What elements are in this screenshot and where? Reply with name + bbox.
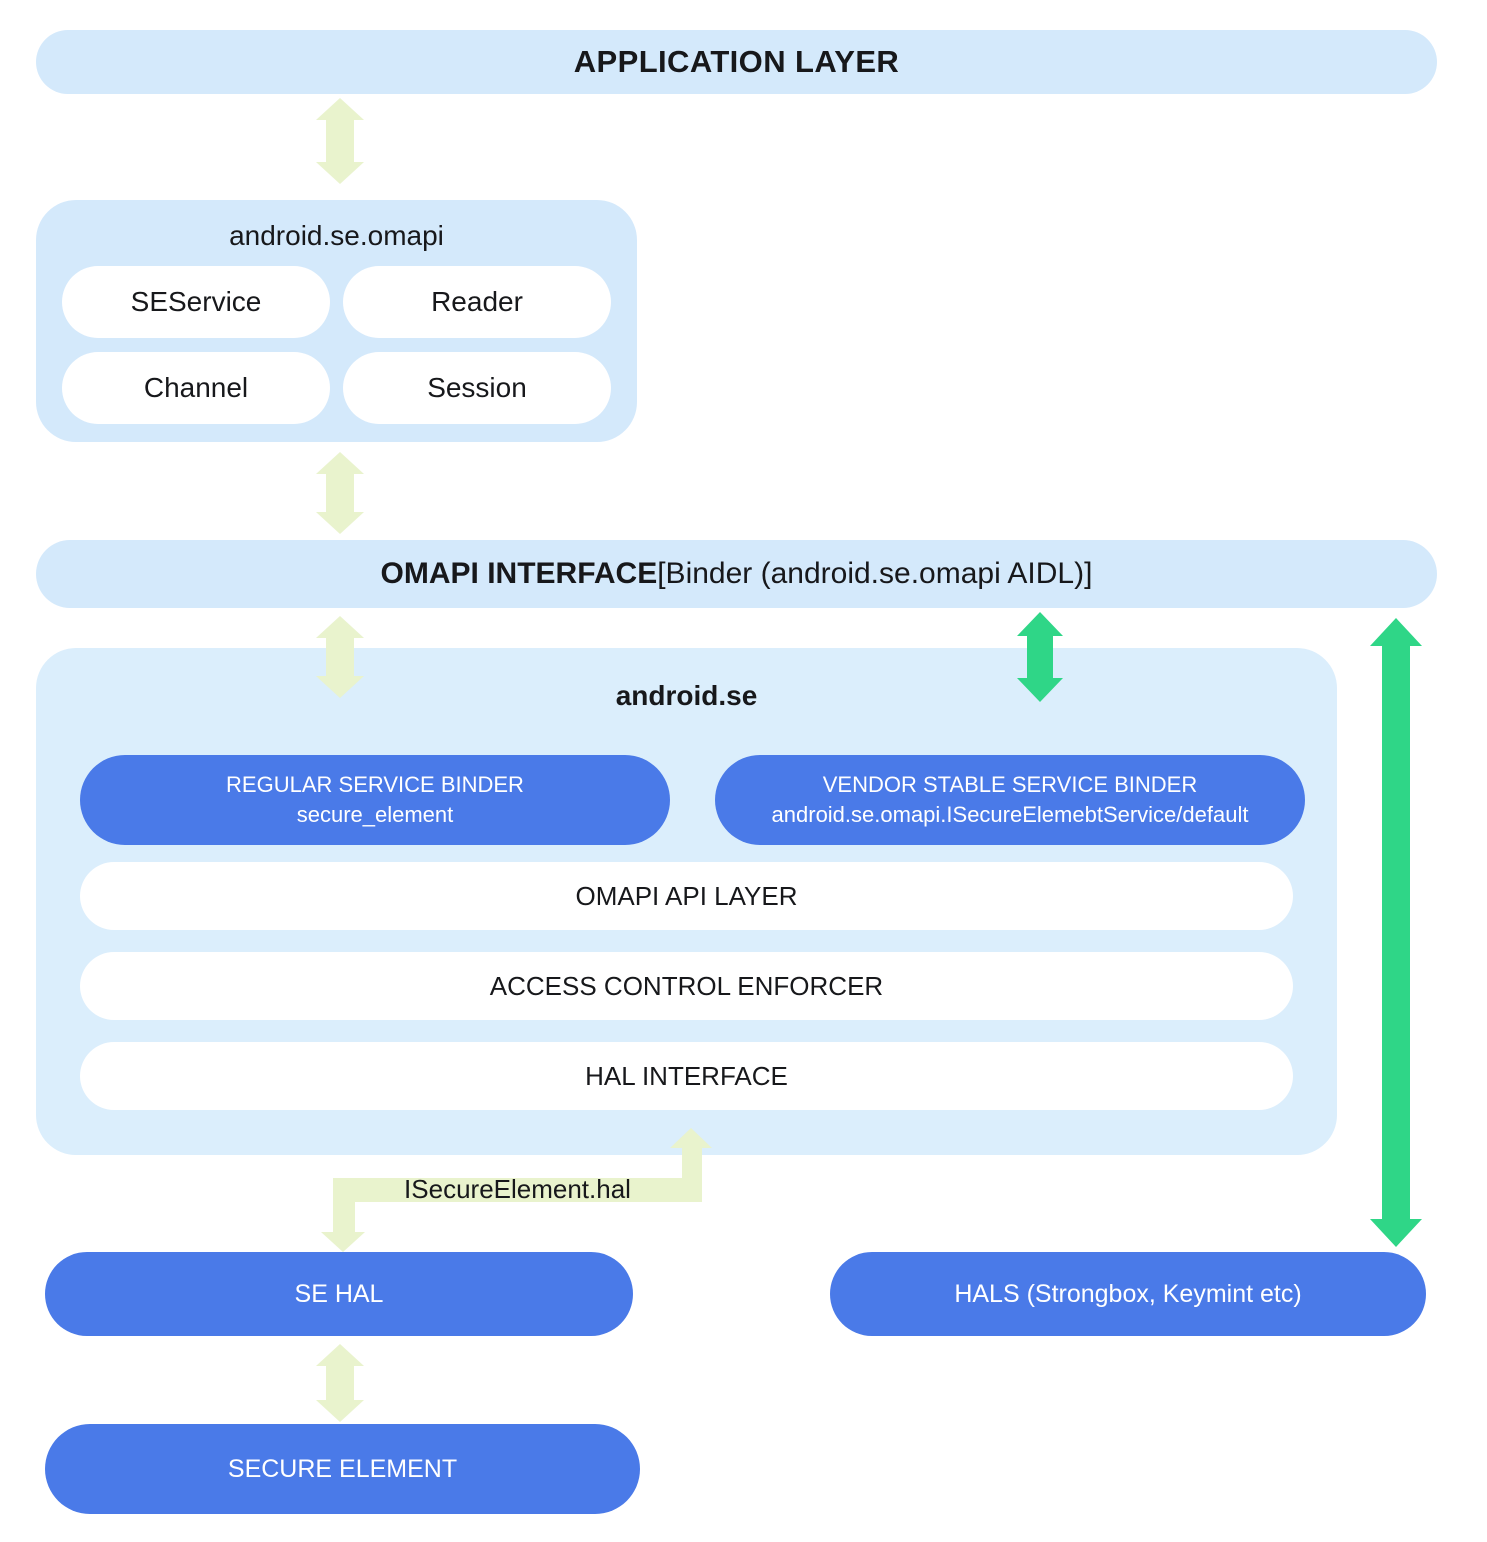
arrow-se-hal-to-secure-element xyxy=(316,1344,364,1422)
hals-pill: HALS (Strongbox, Keymint etc) xyxy=(830,1252,1426,1336)
elbow-down-arrowhead xyxy=(321,1232,365,1252)
arrow-shaft xyxy=(1382,646,1410,1219)
arrow-down-head xyxy=(316,512,364,534)
omapi-class-seservice: SEService xyxy=(62,266,330,338)
arrow-up-head xyxy=(316,616,364,638)
regular-service-binder-line1: REGULAR SERVICE BINDER xyxy=(226,772,524,797)
arrow-interface-to-vendor-binder xyxy=(1017,612,1063,702)
android-se-title: android.se xyxy=(615,680,758,711)
se-hal-label: SE HAL xyxy=(294,1279,384,1308)
isecureelement-hal-label: ISecureElement.hal xyxy=(404,1174,631,1204)
regular-service-binder-pill: REGULAR SERVICE BINDER secure_element xyxy=(80,755,670,845)
android-se-box: android.se REGULAR SERVICE BINDER secure… xyxy=(36,648,1337,1155)
access-control-enforcer-row: ACCESS CONTROL ENFORCER xyxy=(80,952,1293,1020)
arrow-down-head xyxy=(316,676,364,698)
regular-service-binder-line2: secure_element xyxy=(296,802,454,827)
secure-element-pill: SECURE ELEMENT xyxy=(45,1424,640,1514)
vendor-stable-service-binder-line1: VENDOR STABLE SERVICE BINDER xyxy=(822,772,1198,797)
omapi-interface-box: OMAPI INTERFACE [Binder (android.se.omap… xyxy=(36,540,1437,608)
arrow-shaft xyxy=(326,120,354,162)
application-layer-label: APPLICATION LAYER xyxy=(573,44,900,79)
arrow-shaft xyxy=(1027,636,1053,678)
arrow-interface-to-android-se xyxy=(316,616,364,698)
secure-element-label: SECURE ELEMENT xyxy=(227,1454,458,1483)
vendor-stable-service-binder-pill: VENDOR STABLE SERVICE BINDER android.se.… xyxy=(715,755,1305,845)
arrow-shaft xyxy=(326,1366,354,1400)
arrow-shaft xyxy=(326,474,354,512)
arrow-down-head xyxy=(1370,1219,1422,1247)
application-layer-box: APPLICATION LAYER xyxy=(36,30,1437,94)
arrow-interface-to-hals xyxy=(1370,618,1422,1247)
hal-interface-row: HAL INTERFACE xyxy=(80,1042,1293,1110)
arrow-up-head xyxy=(316,1344,364,1366)
arrow-down-head xyxy=(316,1400,364,1422)
vendor-stable-service-binder-line2: android.se.omapi.ISecureElemebtService/d… xyxy=(771,802,1249,827)
omapi-api-layer-row: OMAPI API LAYER xyxy=(80,862,1293,930)
arrow-up-head xyxy=(1017,612,1063,636)
arrow-up-head xyxy=(316,98,364,120)
arrow-down-head xyxy=(1017,678,1063,702)
omapi-class-grid: SEService Reader Channel Session xyxy=(62,266,611,424)
hals-label: HALS (Strongbox, Keymint etc) xyxy=(954,1279,1302,1308)
arrow-up-head xyxy=(1370,618,1422,646)
arrow-app-layer-to-omapi-package xyxy=(316,98,364,184)
arrow-up-head xyxy=(316,452,364,474)
arrow-omapi-package-to-interface xyxy=(316,452,364,534)
omapi-package-box: android.se.omapi SEService Reader Channe… xyxy=(36,200,637,442)
se-hal-pill: SE HAL xyxy=(45,1252,633,1336)
omapi-interface-label-bold: OMAPI INTERFACE xyxy=(380,557,658,590)
omapi-class-reader: Reader xyxy=(343,266,611,338)
omapi-class-channel: Channel xyxy=(62,352,330,424)
elbow-horizontal-bar xyxy=(333,1178,702,1202)
omapi-class-session: Session xyxy=(343,352,611,424)
omapi-interface-label-regular: [Binder (android.se.omapi AIDL)] xyxy=(657,557,1093,590)
elbow-down-shaft xyxy=(333,1200,355,1234)
omapi-package-title: android.se.omapi xyxy=(229,220,444,251)
arrow-down-head xyxy=(316,162,364,184)
elbow-up-arrowhead xyxy=(670,1128,712,1148)
arrow-shaft xyxy=(326,638,354,676)
